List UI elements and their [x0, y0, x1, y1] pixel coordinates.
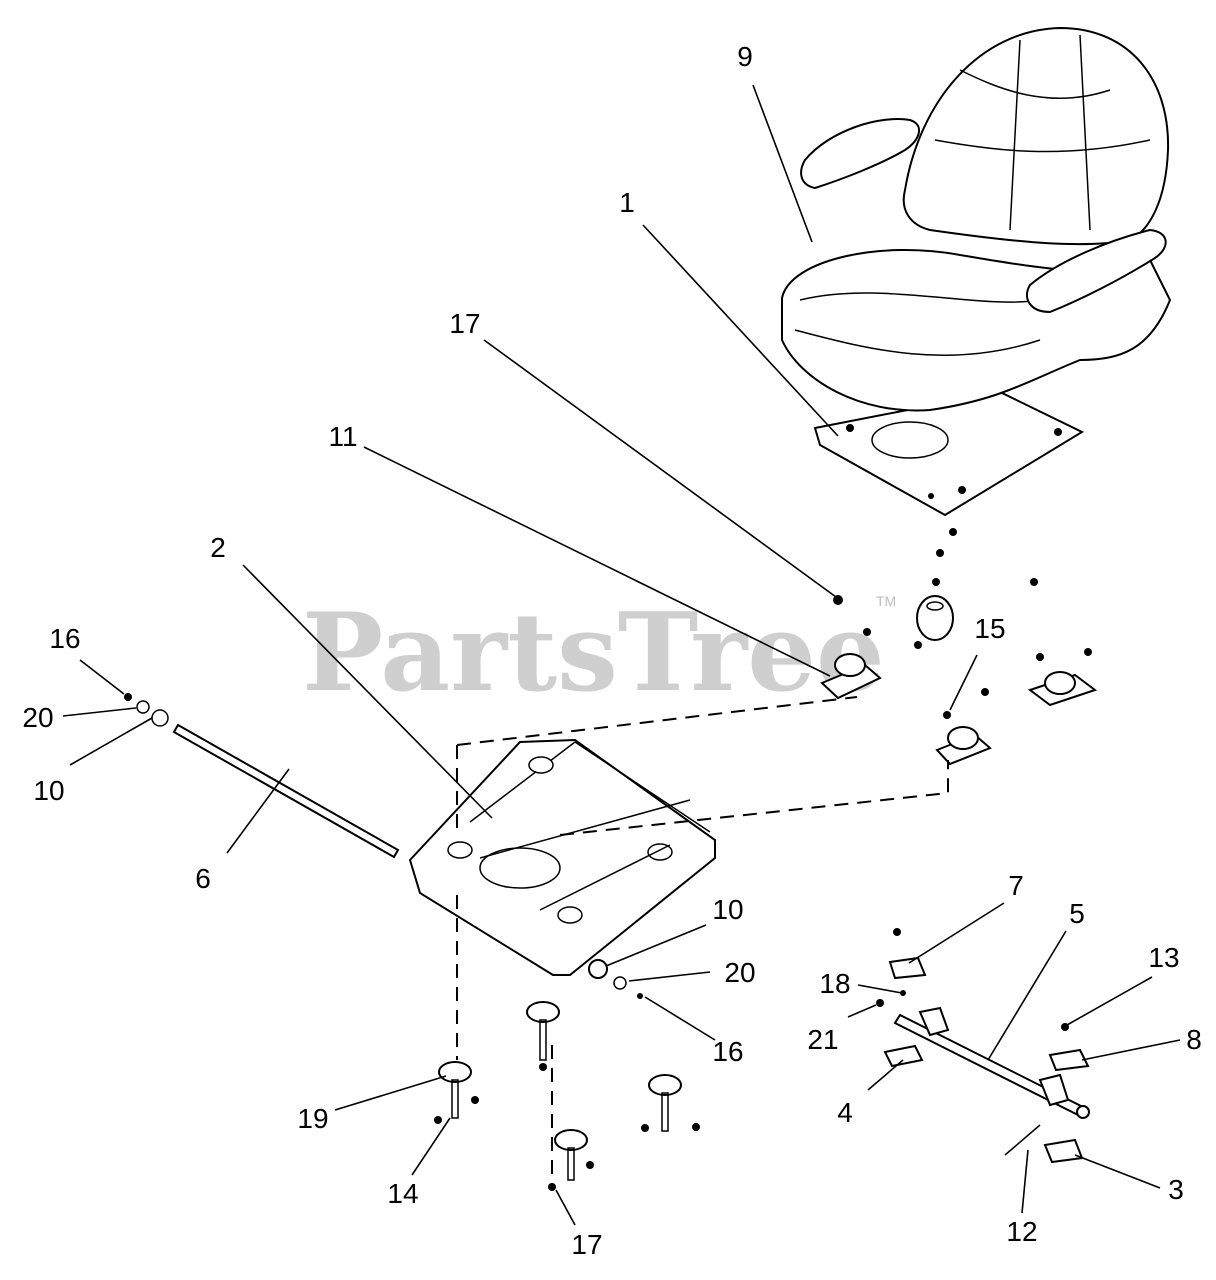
isolator-mount-15[interactable] [935, 688, 992, 766]
callout-18[interactable]: 18 [819, 968, 850, 999]
watermark-tm: TM [876, 593, 896, 609]
callout-9[interactable]: 9 [737, 41, 753, 72]
rod-6[interactable] [172, 723, 400, 859]
callout-1[interactable]: 1 [619, 187, 635, 218]
watermark-text: PartsTree [302, 590, 885, 716]
callout-2[interactable]: 2 [210, 532, 226, 563]
callout-12[interactable]: 12 [1006, 1216, 1037, 1247]
callout-17-top[interactable]: 17 [449, 308, 480, 339]
callout-labels: 9 1 17 11 2 16 20 10 6 15 10 20 16 7 5 1… [22, 41, 1201, 1260]
callout-16-left[interactable]: 16 [49, 623, 80, 654]
seat-assembly[interactable] [781, 26, 1172, 517]
callout-16-right[interactable]: 16 [712, 1036, 743, 1067]
callout-14[interactable]: 13 [1148, 942, 1179, 973]
callout-20-left[interactable]: 20 [22, 702, 53, 733]
callout-3[interactable]: 3 [1168, 1174, 1184, 1205]
callout-13[interactable]: 14 [387, 1178, 418, 1209]
callout-7[interactable]: 7 [1008, 870, 1024, 901]
leader-lines [62, 84, 1181, 1226]
hardware-frame-right[interactable] [588, 959, 643, 999]
hardware-left[interactable] [124, 693, 169, 727]
callout-10-left[interactable]: 10 [33, 775, 64, 806]
callout-11[interactable]: 11 [328, 421, 357, 452]
callout-10-right[interactable]: 10 [712, 894, 743, 925]
callout-4[interactable]: 4 [837, 1097, 853, 1128]
isolator-mount-right[interactable] [1027, 648, 1098, 707]
callout-21[interactable]: 21 [807, 1024, 838, 1055]
callout-6[interactable]: 6 [195, 863, 211, 894]
isolator-mount-center[interactable] [914, 528, 1038, 649]
callout-15[interactable]: 15 [974, 613, 1005, 644]
linkage-assembly[interactable] [876, 928, 1090, 1164]
assembly-lines [456, 696, 949, 1185]
callout-8[interactable]: 8 [1186, 1024, 1202, 1055]
washers-bolts[interactable] [434, 1001, 700, 1191]
watermark: PartsTree TM [302, 590, 896, 716]
callout-20-right[interactable]: 20 [724, 957, 755, 988]
seat-frame[interactable] [408, 738, 716, 976]
isolator-mount-11[interactable] [820, 595, 882, 700]
callout-5[interactable]: 5 [1069, 898, 1085, 929]
callout-17-bottom[interactable]: 17 [571, 1229, 602, 1260]
callout-19[interactable]: 19 [297, 1103, 328, 1134]
